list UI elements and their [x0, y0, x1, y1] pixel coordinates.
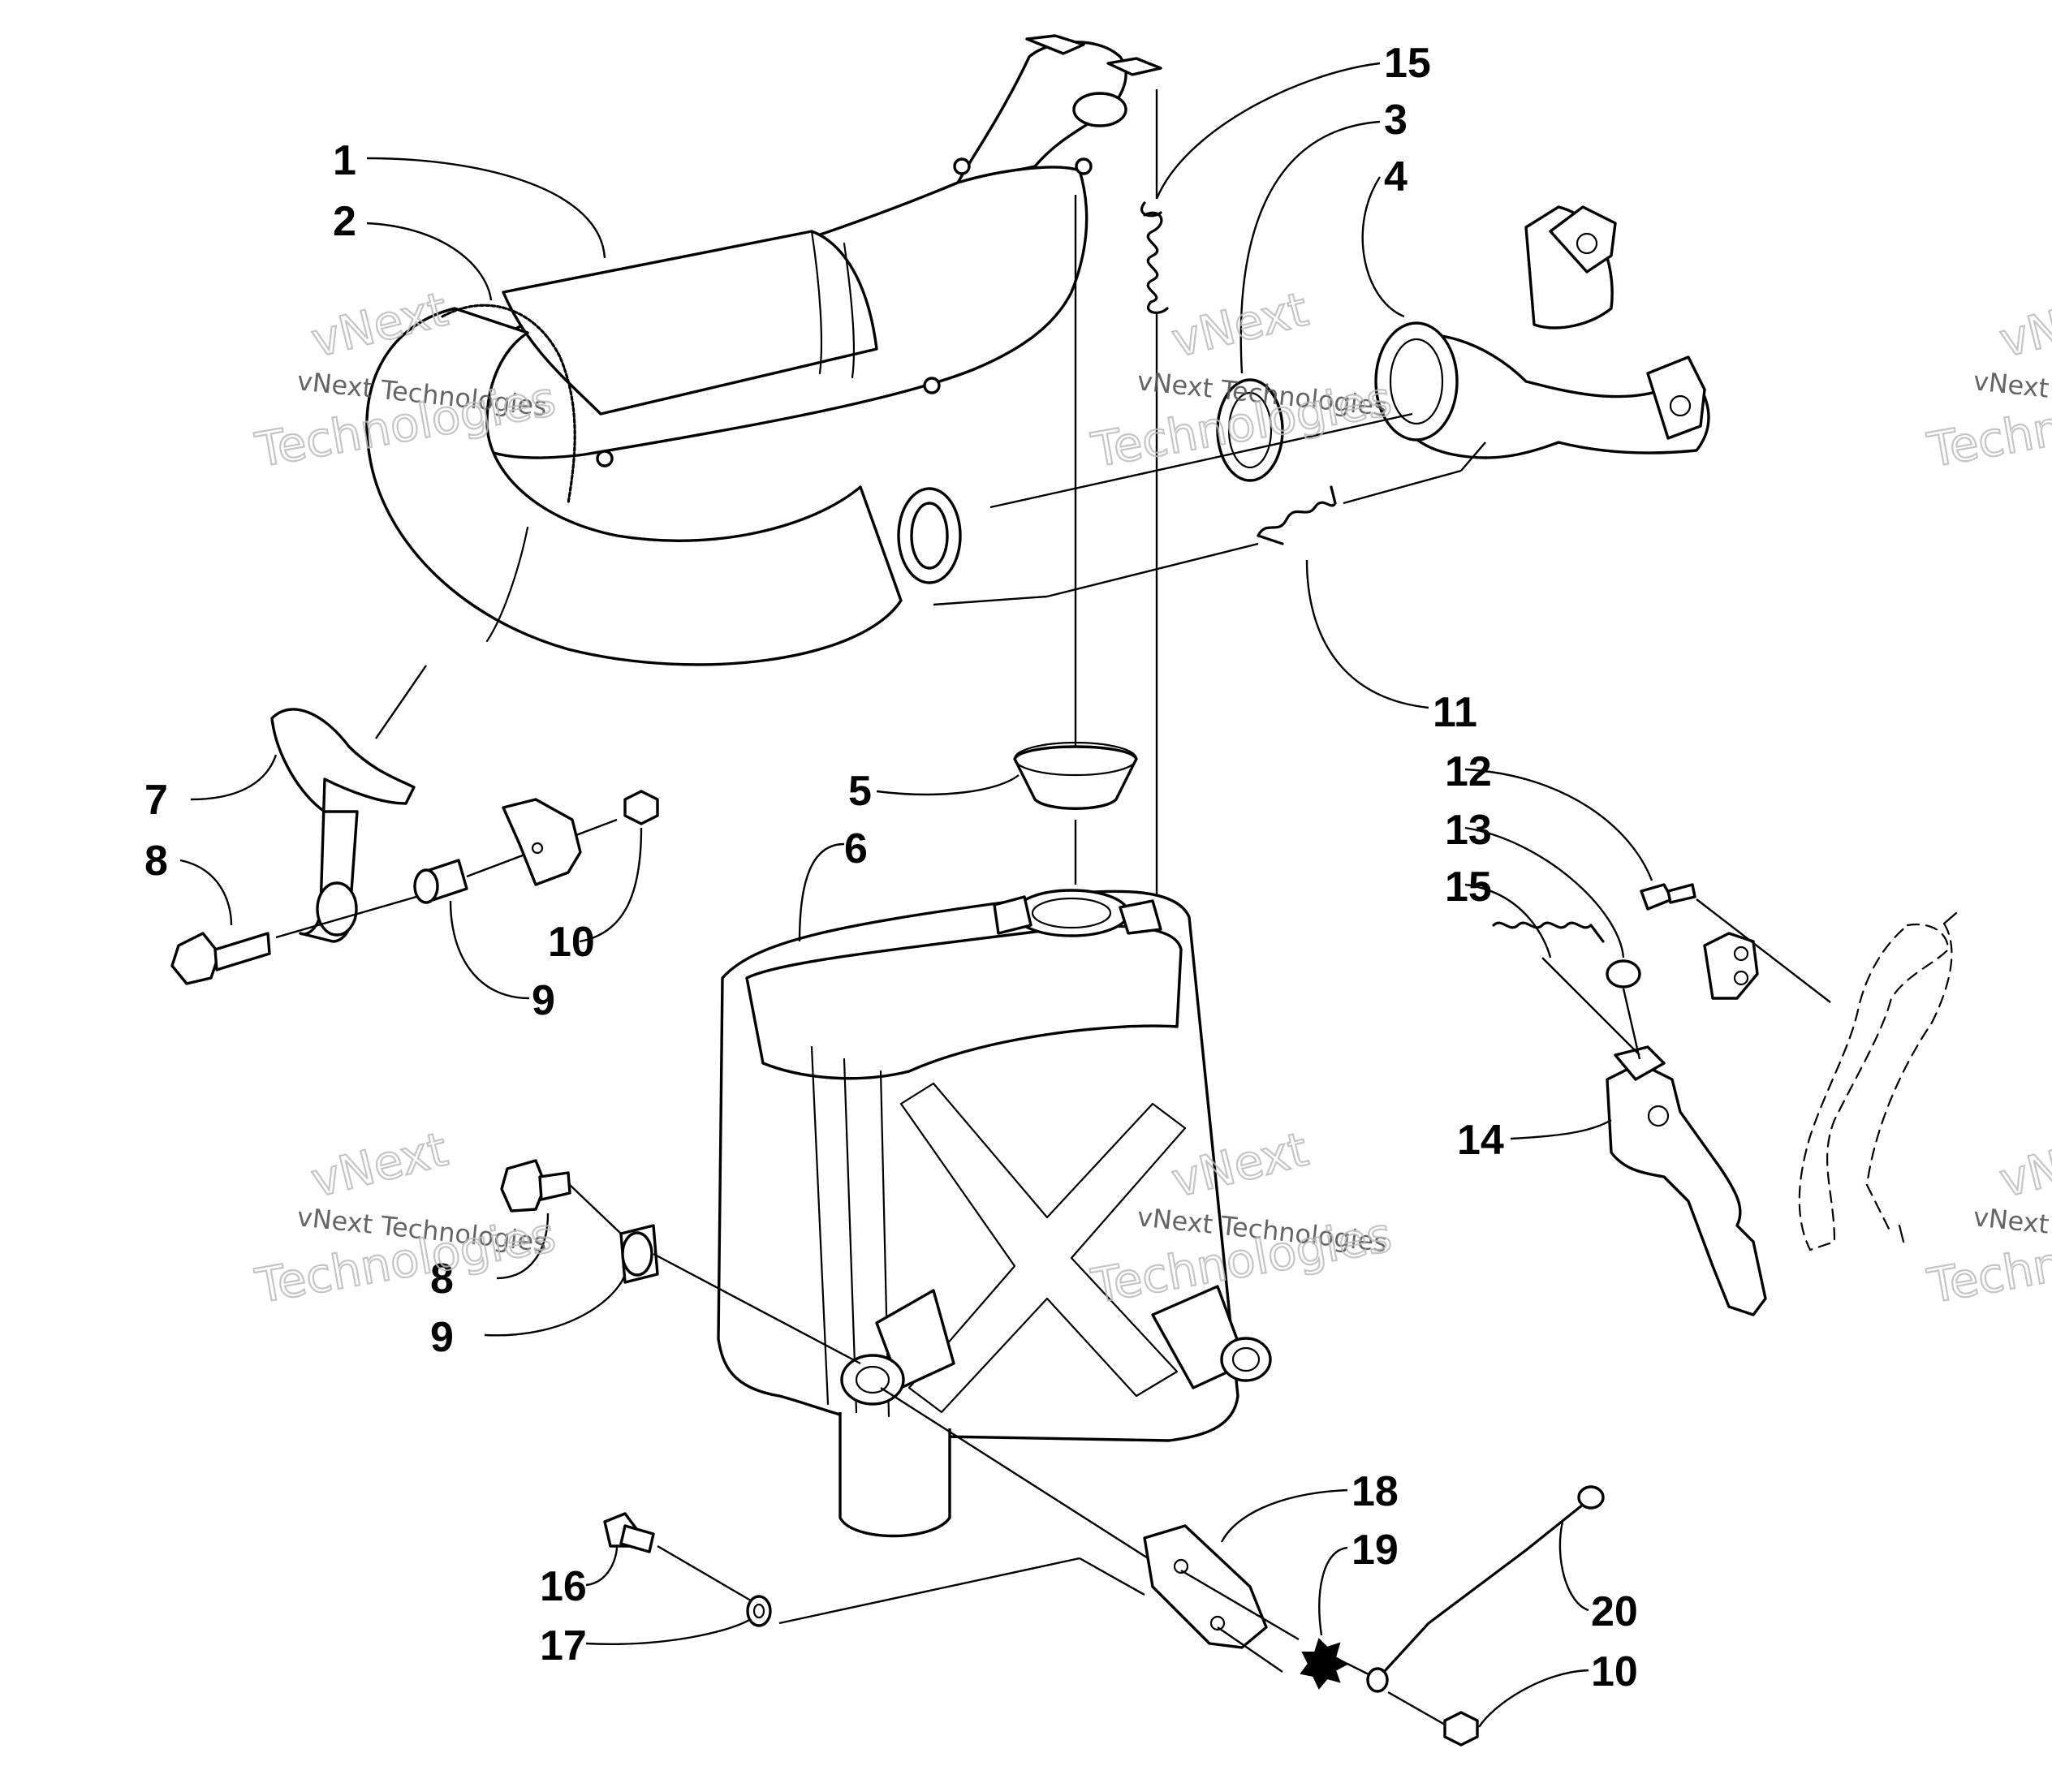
spring-part-15b — [1492, 921, 1605, 943]
callout-20: 20 — [1591, 1588, 1638, 1635]
spring-part-11 — [1257, 485, 1337, 545]
bushing-part-9b — [619, 1224, 659, 1284]
ground-wire-part-20 — [1366, 1485, 1605, 1693]
callout-11: 11 — [1433, 689, 1477, 736]
callout-10-lower: 10 — [1591, 1648, 1638, 1695]
spring-part-top — [1140, 201, 1169, 314]
watermark-bottom-right: vNext vNext Technologies Technologies — [1923, 1121, 2052, 1316]
callout-6: 6 — [844, 825, 868, 872]
gasket-ring-part — [1216, 378, 1284, 482]
callout-19: 19 — [1351, 1527, 1399, 1574]
callout-12: 12 — [1445, 748, 1492, 795]
watermark-bottom-left: vNext vNext Technologies Technologies — [251, 1121, 561, 1316]
bracket-part-14 — [1606, 932, 1767, 1316]
watermark-brand: vNext — [1994, 1122, 2052, 1208]
bushing-part-9a — [413, 859, 468, 904]
screw-part-12 — [1640, 883, 1696, 911]
callout-5: 5 — [848, 768, 872, 815]
callout-8-lower: 8 — [430, 1256, 454, 1303]
callout-16: 16 — [540, 1563, 587, 1610]
callout-15-right: 15 — [1445, 864, 1492, 911]
callout-17: 17 — [540, 1622, 587, 1669]
callout-labels: 1 2 15 3 4 11 5 6 7 8 9 10 12 13 15 14 8… — [144, 40, 1638, 1695]
callout-1: 1 — [333, 137, 356, 184]
callout-14: 14 — [1457, 1117, 1504, 1164]
callout-9-upper: 9 — [532, 977, 555, 1024]
callout-18: 18 — [1351, 1468, 1399, 1515]
watermark-brand: vNext — [1994, 282, 2052, 368]
hanger-bracket-part — [270, 708, 416, 943]
callout-4: 4 — [1384, 153, 1408, 200]
callout-15-top: 15 — [1384, 40, 1431, 87]
exhaust-pipe-part — [365, 34, 1162, 666]
callout-2: 2 — [333, 198, 356, 245]
callout-3: 3 — [1384, 97, 1408, 144]
nut-part-10a — [623, 790, 659, 825]
mount-plate-part — [502, 798, 582, 886]
callout-10-upper: 10 — [548, 919, 595, 966]
plug-part-13 — [1606, 959, 1641, 989]
nut-part-10b — [1443, 1711, 1479, 1747]
washer-part-17 — [746, 1595, 772, 1627]
seal-cup-part — [1013, 741, 1138, 810]
watermark-brand: vNext — [1166, 282, 1313, 368]
watermark-top-center: vNext vNext Technologies Technologies — [1087, 281, 1397, 480]
bolt-part-8b — [500, 1159, 571, 1213]
watermark-top-right: vNext vNext Technologies Technologies — [1923, 281, 2052, 480]
bolt-part-8a — [170, 932, 271, 985]
watermark-brand: vNext — [306, 1122, 453, 1208]
leader-lines — [179, 62, 1653, 1728]
bolt-part-16 — [603, 1512, 655, 1553]
manifold-part — [1374, 205, 1710, 459]
callout-9-lower: 9 — [430, 1314, 454, 1361]
callout-13: 13 — [1445, 807, 1492, 854]
callout-7: 7 — [144, 777, 168, 824]
muffler-part — [717, 889, 1272, 1538]
callout-8-upper: 8 — [144, 838, 168, 885]
bracket-part-18 — [1143, 1524, 1268, 1649]
star-washer-part-19 — [1300, 1638, 1350, 1690]
